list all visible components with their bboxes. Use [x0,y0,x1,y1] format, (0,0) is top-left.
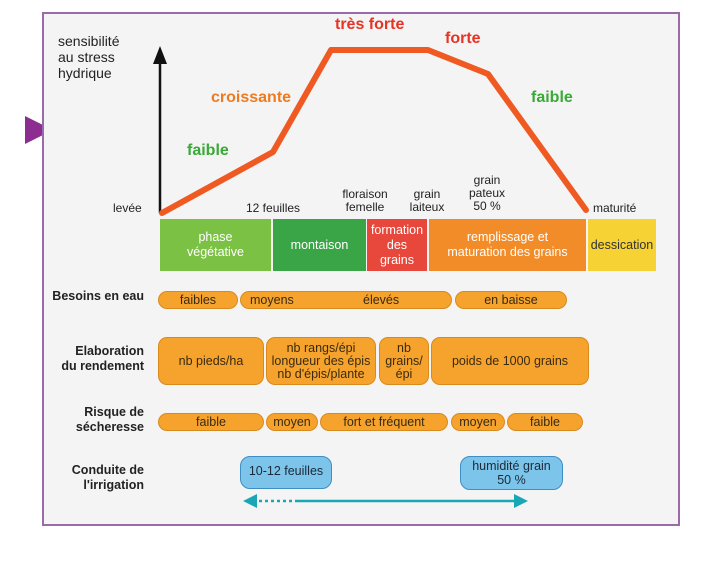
risque-faible-2: faible [507,413,583,431]
elaboration-nb-pieds: nb pieds/ha [158,337,264,385]
pill-line: nb [397,340,411,355]
bluebox-line: 50 % [497,473,526,487]
y-axis-title-line: au stress [58,49,115,65]
risque-moyen-2: moyen [451,413,505,431]
stage-line: grain [473,173,501,187]
row-label-line: Besoins en eau [52,289,144,303]
besoins-en-baisse: en baisse [455,291,567,309]
y-axis-title-line: sensibilité [58,33,120,49]
irrigation-start-box: 10-12 feuilles [240,456,332,489]
stage-floraison-femelle: floraison femelle [336,188,394,214]
intensity-forte: forte [445,30,481,47]
stage-maturite: maturité [593,201,637,215]
stage-line: 50 % [473,199,501,213]
stage-grain-pateux: grain pateux 50 % [464,174,510,213]
pill-line: longueur des épis [271,353,371,368]
stage-line: laiteux [409,200,445,214]
intensity-faible-right: faible [531,89,573,106]
pill-line: nb d'épis/plante [277,366,365,381]
arrow-left-icon [243,494,257,508]
row-label-besoins: Besoins en eau [44,289,144,304]
stage-line: femelle [345,200,385,214]
stage-levee: levée [113,201,142,215]
row-label-line: du rendement [61,359,144,373]
phase-line: phase [198,230,233,244]
stage-line: grain [413,187,441,201]
row-label-line: Risque de [84,405,144,419]
pill-line: nb rangs/épi [286,340,356,355]
intensity-croissante: croissante [211,89,292,106]
stage-line: floraison [342,187,388,201]
besoins-eleves: élevés [363,293,400,307]
row-label-line: Conduite de [71,463,144,477]
phase-line: végétative [187,245,244,259]
sensitivity-curve [159,47,589,216]
phase-line: maturation des grains [447,245,568,259]
phase-line: remplissage et [466,230,549,244]
phase-montaison: montaison [273,219,366,271]
row-label-risque: Risque de sécheresse [44,405,144,435]
stage-grain-laiteux: grain laiteux [404,188,450,214]
bluebox-line: humidité grain [472,459,551,473]
y-axis-title: sensibilité au stress hydrique [58,33,119,81]
risque-moyen-1: moyen [266,413,318,431]
stage-line: pateux [468,186,506,200]
elaboration-poids-grains: poids de 1000 grains [431,337,589,385]
stage-12-feuilles: 12 feuilles [246,201,301,215]
intensity-tres-forte: très forte [335,16,405,33]
arrow-right-icon [514,494,528,508]
besoins-faibles: faibles [158,291,238,309]
pill-line: épi [395,366,413,381]
risque-faible-1: faible [158,413,264,431]
row-label-line: l'irrigation [83,478,144,492]
phase-line: formation [370,222,424,237]
phase-line: grains [379,252,415,267]
y-axis-title-line: hydrique [58,65,112,81]
besoins-moyens: moyens [240,291,452,309]
risque-fort-frequent: fort et fréquent [320,413,448,431]
phase-dessication: dessication [588,219,656,271]
row-label-line: Elaboration [75,344,144,358]
pill-line: grains/ [385,353,423,368]
row-label-irrigation: Conduite de l'irrigation [44,463,144,493]
row-label-elaboration: Elaboration du rendement [44,344,144,374]
y-axis-arrowhead-icon [153,46,167,64]
phase-line: des [386,237,408,252]
row-label-line: sécheresse [75,420,144,434]
intensity-faible-left: faible [187,142,229,159]
